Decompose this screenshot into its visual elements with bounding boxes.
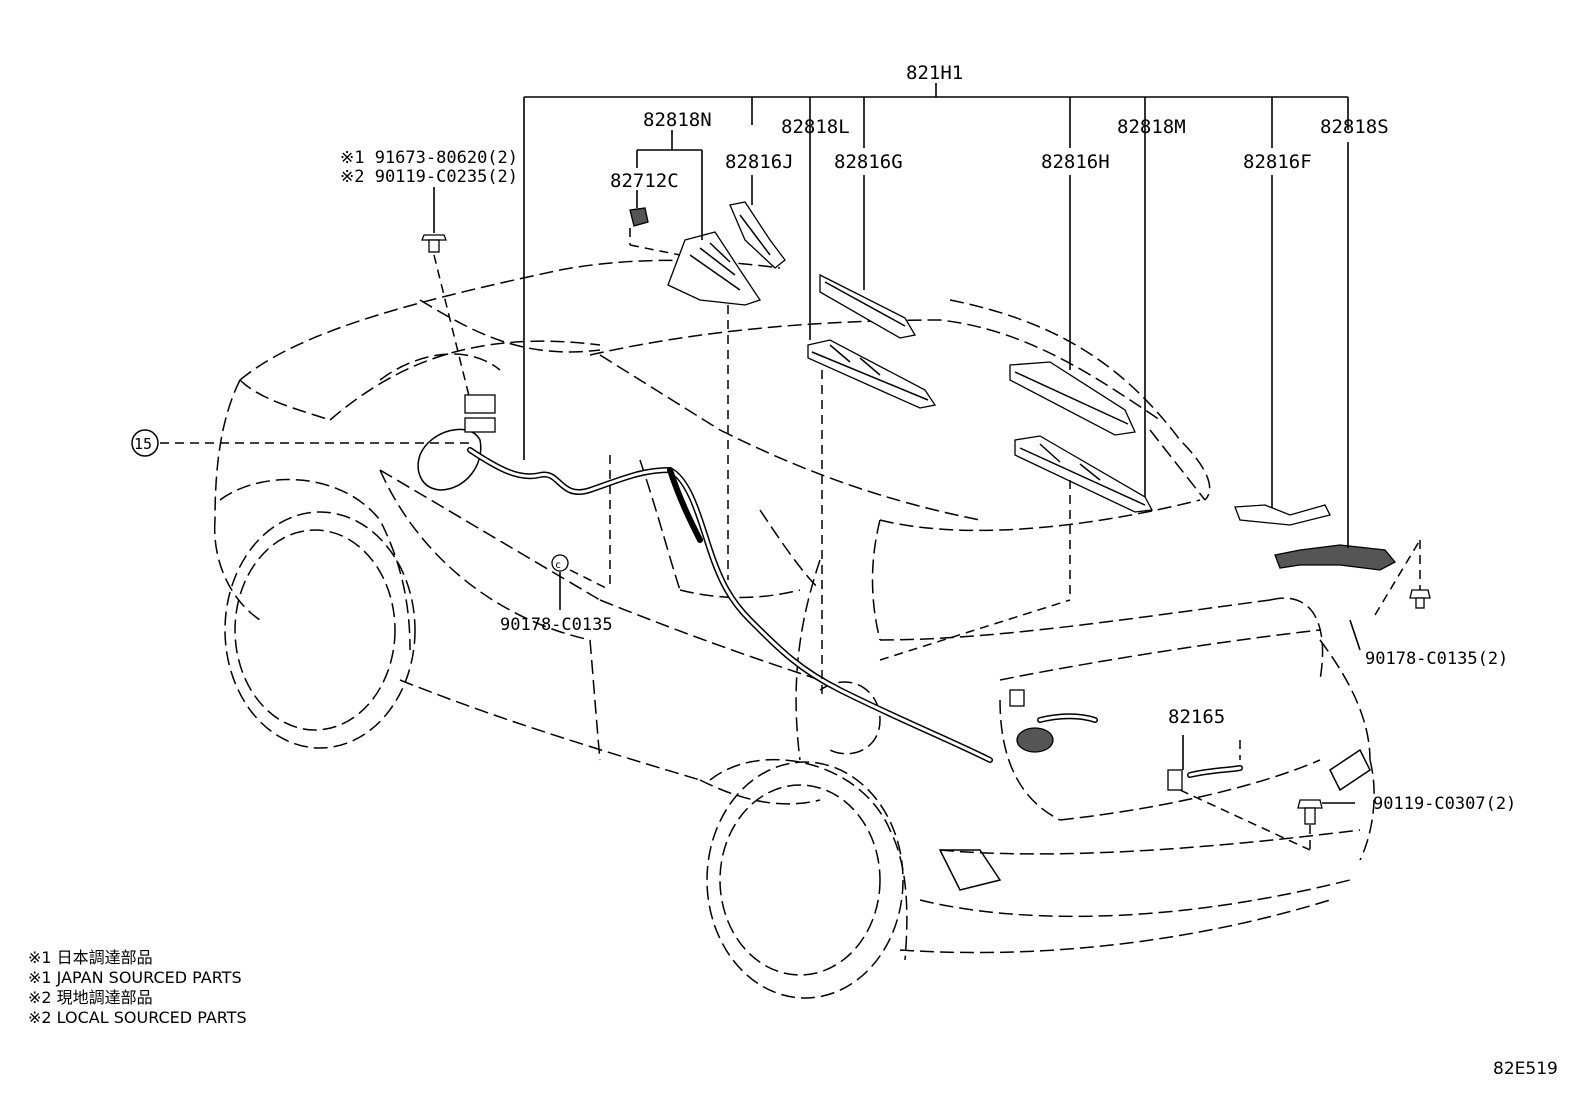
fasteners: c [421, 234, 1431, 825]
bolt-icon [1297, 799, 1323, 825]
label-ref-15: 15 [134, 435, 152, 453]
label-82816j: 82816J [725, 151, 794, 173]
label-821h1: 821H1 [906, 62, 963, 84]
part-82712c-shape [629, 207, 649, 227]
ref-circle-15 [131, 429, 159, 457]
part-82818l-shape [807, 339, 937, 409]
clip-icon: c [551, 554, 569, 572]
label-82818l: 82818L [781, 116, 850, 138]
bolt-icon [421, 234, 447, 253]
label-82816f: 82816F [1243, 151, 1312, 173]
part-82165-grommet [1016, 727, 1054, 753]
part-82816g-shape [819, 273, 917, 339]
label-82818s: 82818S [1320, 116, 1389, 138]
label-82816h: 82816H [1041, 151, 1110, 173]
source-notes: ※1 日本調達部品 ※1 JAPAN SOURCED PARTS ※2 現地調達… [28, 948, 247, 1027]
label-82818m: 82818M [1117, 116, 1186, 138]
vehicle-outline [213, 259, 1375, 999]
parts [464, 201, 1397, 791]
note-japan-jp: ※1 日本調達部品 [28, 948, 153, 967]
part-82816f-shape [1234, 504, 1331, 526]
part-82818m-shape [1014, 435, 1154, 513]
svg-text:c: c [555, 560, 561, 571]
label-clip-90178-rear: 90178-C0135(2) [1365, 649, 1508, 669]
leader-lines [160, 83, 1421, 851]
label-bolt-90119-c0235: ※2 90119-C0235(2) [340, 167, 518, 187]
label-bolt-90119-c0307: 90119-C0307(2) [1373, 794, 1516, 814]
label-82165: 82165 [1168, 706, 1225, 728]
note-local-jp: ※2 現地調達部品 [28, 988, 153, 1007]
label-bolt-91673: ※1 91673-80620(2) [340, 148, 518, 168]
part-82816j-shape [729, 201, 786, 269]
note-japan-en: ※1 JAPAN SOURCED PARTS [28, 968, 242, 987]
diagram-code: 82E519 [1493, 1059, 1558, 1079]
label-82818n: 82818N [643, 109, 712, 131]
part-82818n-shape [667, 231, 762, 306]
clip-icon [1409, 589, 1431, 609]
wire-harness [467, 447, 1243, 778]
label-clip-90178-front: 90178-C0135 [500, 615, 613, 635]
label-82816g: 82816G [834, 151, 903, 173]
label-82712c: 82712C [610, 170, 679, 192]
note-local-en: ※2 LOCAL SOURCED PARTS [28, 1008, 247, 1027]
part-82818s-shape [1274, 544, 1397, 571]
part-labels: 821H1 82818N 82712C 82816J 82818L 82816G… [131, 62, 1516, 814]
